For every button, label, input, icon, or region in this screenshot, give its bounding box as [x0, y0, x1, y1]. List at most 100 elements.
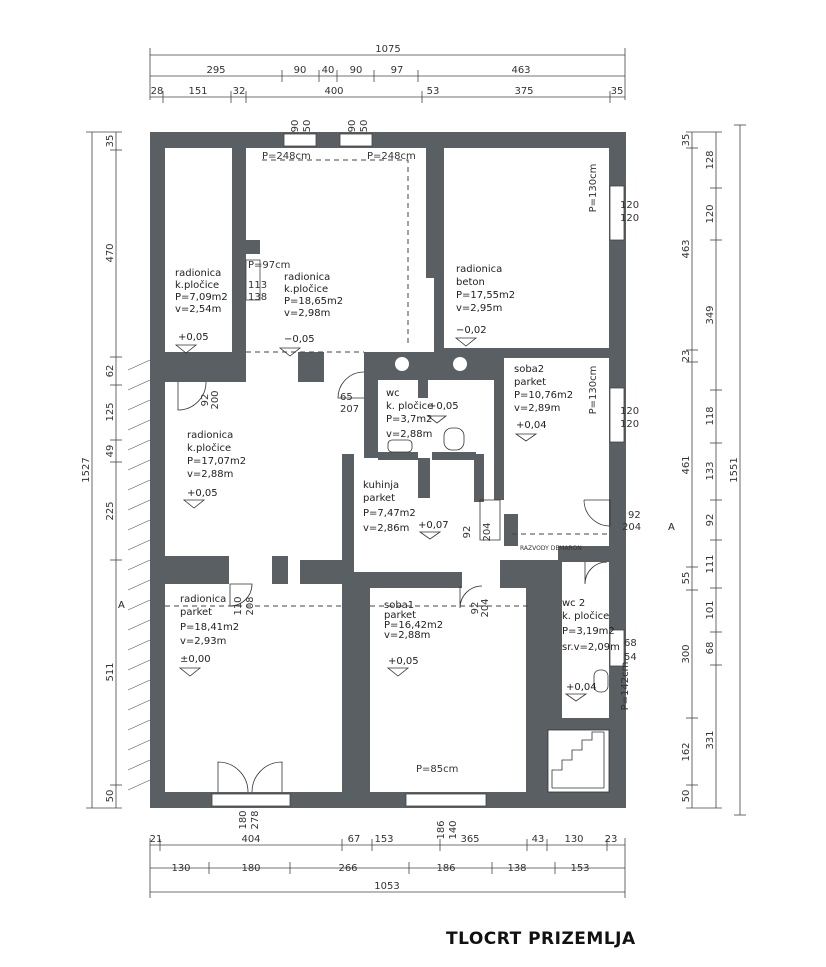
bottom-dim: 153 [570, 863, 589, 874]
svg-text:P=17,55m2: P=17,55m2 [456, 290, 515, 301]
left-dim: 49 [105, 445, 116, 458]
right-dim: 101 [705, 600, 716, 619]
level-markers [174, 337, 588, 702]
opening-width: P=142cm [620, 662, 631, 711]
sink-icon [387, 439, 413, 453]
svg-text:parket: parket [514, 377, 546, 388]
right-dim: 349 [705, 305, 716, 324]
svg-text:+0,05: +0,05 [178, 332, 209, 343]
door-swing [583, 499, 611, 527]
top-dim: 97 [391, 65, 404, 76]
top-dim-total: 1075 [375, 44, 400, 55]
right-dim: 68 [705, 642, 716, 655]
opening-labels: 90 50 90 50 P=248cm P=248cm P=130cm 120 … [200, 120, 641, 840]
svg-text:v=2,89m: v=2,89m [514, 403, 560, 414]
neighbour-hatch [127, 359, 151, 791]
right-dim-total: 1551 [729, 457, 740, 482]
opening-width: P=130cm [588, 164, 599, 213]
svg-text:v=2,98m: v=2,98m [284, 308, 330, 319]
opening-door-sub: 207 [340, 404, 359, 415]
svg-text:P=17,07m2: P=17,07m2 [187, 456, 246, 467]
opening-door: 92 [462, 526, 473, 539]
opening-right-1: 120 [620, 200, 639, 211]
bottom-dim: 23 [605, 834, 618, 845]
opening-width: P=248cm [262, 151, 311, 162]
svg-text:+0,04: +0,04 [516, 420, 547, 431]
opening-door-sub: 204 [482, 522, 493, 541]
window-right-2 [609, 387, 625, 443]
window-top-2 [339, 133, 373, 147]
room-label-2: radionica k.pločice P=18,65m2 v=2,98m −0… [284, 272, 343, 345]
section-marker-right: A [668, 522, 675, 533]
right-dim: 331 [705, 730, 716, 749]
right-dim: 55 [681, 572, 692, 585]
svg-text:beton: beton [456, 277, 485, 288]
room-label-5: soba2 parket P=10,76m2 v=2,89m +0,04 [514, 364, 573, 431]
bottom-dimensions: 21 404 67 153 365 43 130 23 130 180 266 … [149, 834, 626, 898]
svg-text:+0,04: +0,04 [566, 682, 597, 693]
top-dim: 28 [151, 86, 164, 97]
svg-text:wc 2: wc 2 [562, 598, 585, 609]
svg-text:v=2,95m: v=2,95m [456, 303, 502, 314]
door-swing [584, 561, 608, 585]
top-dim: 151 [188, 86, 207, 97]
svg-text:wc: wc [386, 388, 400, 399]
opening-right-3: 68 [624, 638, 637, 649]
window-right-3 [609, 629, 625, 667]
plan-title: TLOCRT PRIZEMLJA [446, 929, 636, 949]
opening-right-1-sub: 120 [620, 213, 639, 224]
svg-text:k. pločice: k. pločice [562, 610, 609, 622]
opening-right-2-sub: 120 [620, 419, 639, 430]
svg-text:P=7,09m2: P=7,09m2 [175, 292, 228, 303]
right-dim: 128 [705, 150, 716, 169]
left-dim: 225 [105, 501, 116, 520]
top-dim: 35 [611, 86, 624, 97]
opening-bottom-2-sub: 140 [448, 820, 459, 839]
svg-text:P=7,47m2: P=7,47m2 [363, 508, 416, 519]
chimney-icon [395, 357, 409, 371]
svg-text:radionica: radionica [175, 268, 221, 279]
bottom-dim: 21 [150, 834, 163, 845]
svg-text:k.pločice: k.pločice [187, 442, 231, 454]
opening-door: 110 [233, 596, 244, 615]
doors [177, 371, 611, 793]
right-dim: 461 [681, 455, 692, 474]
door-swing [459, 585, 483, 609]
opening-width: P=248cm [367, 151, 416, 162]
svg-text:k.pločice: k.pločice [284, 283, 328, 295]
opening-width: P=130cm [588, 366, 599, 415]
top-dimensions: 1075 295 90 40 90 97 463 28 151 32 400 5… [149, 44, 626, 103]
left-dim: 50 [105, 790, 116, 803]
window-right-1 [609, 185, 625, 241]
room-label-1: radionica k.pločice P=7,09m2 v=2,54m +0,… [175, 268, 228, 343]
svg-text:+0,05: +0,05 [388, 656, 419, 667]
opening-door-sub: 204 [622, 522, 641, 533]
bottom-dim-total: 1053 [374, 881, 399, 892]
top-dim: 90 [294, 65, 307, 76]
top-dim: 295 [206, 65, 225, 76]
svg-text:±0,00: ±0,00 [180, 654, 211, 665]
right-dim: 463 [681, 239, 692, 258]
room-label-9: soba1 parket P=16,42m2 v=2,88m +0,05 [384, 600, 443, 667]
svg-text:P=18,65m2: P=18,65m2 [284, 296, 343, 307]
svg-text:v=2,93m: v=2,93m [180, 636, 226, 647]
window-bottom-2 [405, 793, 487, 807]
svg-text:+0,07: +0,07 [418, 520, 449, 531]
bottom-dim: 180 [241, 863, 260, 874]
door-swing [177, 381, 207, 411]
toilet-icon [593, 669, 609, 693]
svg-text:radionica: radionica [284, 272, 330, 283]
stairs [547, 729, 610, 793]
svg-text:v=2,86m: v=2,86m [363, 523, 409, 534]
right-dim: 133 [705, 461, 716, 480]
bottom-dim: 130 [171, 863, 190, 874]
left-dim: 125 [105, 402, 116, 421]
window-bottom-1 [211, 793, 291, 807]
right-dim: 300 [681, 644, 692, 663]
opening-width: P=85cm [416, 764, 458, 775]
svg-text:radionica: radionica [187, 430, 233, 441]
opening-door: 92 [200, 394, 211, 407]
room-label-8: radionica parket P=18,41m2 v=2,93m ±0,00 [180, 594, 239, 665]
right-dim: 118 [705, 406, 716, 425]
svg-text:radionica: radionica [180, 594, 226, 605]
